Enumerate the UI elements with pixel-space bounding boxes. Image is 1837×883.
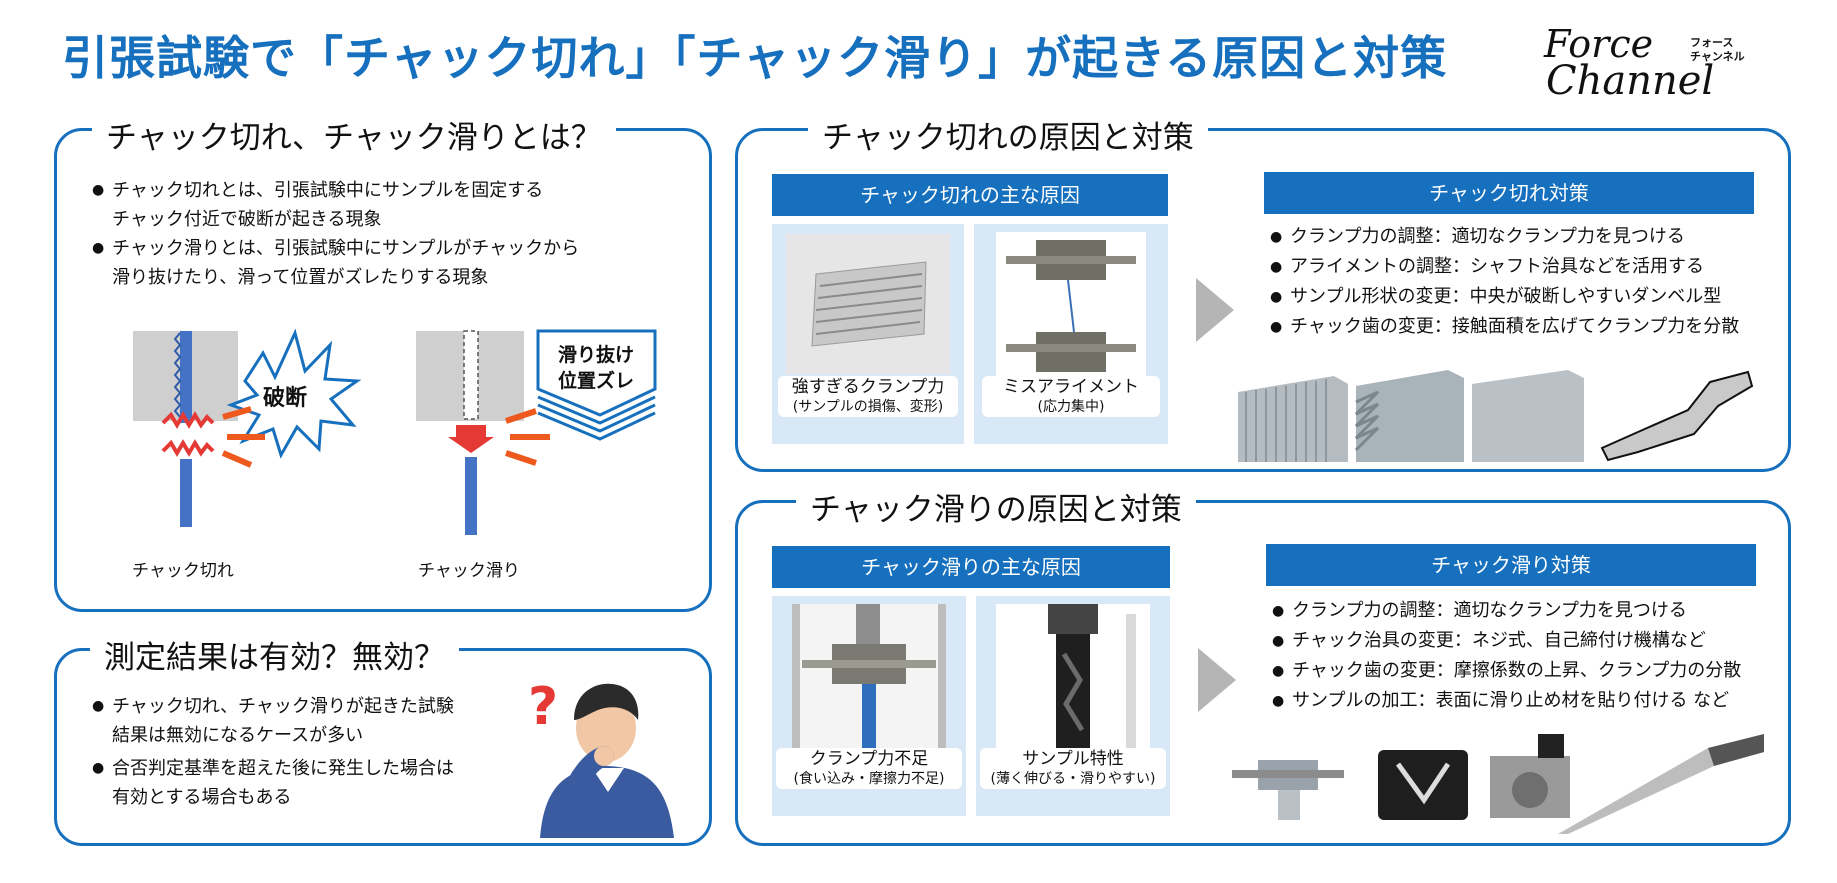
slip-sample-lower	[465, 457, 477, 535]
sample-serration	[173, 332, 182, 418]
break-measures-bar: チャック切れ対策	[1264, 172, 1754, 214]
break-measure-1: クランプ力の調整：適切なクランプ力を見つける	[1270, 222, 1770, 252]
slip-box-line2: 位置ズレ	[558, 369, 634, 392]
slip-measure-2: チャック治具の変更：ネジ式、自己締付け機構など	[1272, 626, 1772, 656]
slip-box-stack-3	[537, 411, 656, 441]
person-collar	[592, 768, 624, 792]
chuck-teeth-images	[1238, 370, 1754, 462]
flat-jaw	[1472, 370, 1584, 462]
definition-bullet-2: チャック滑りとは、引張試験中にサンプルがチャックから 滑り抜けたり、滑って位置が…	[92, 234, 692, 292]
coarse-teeth-jaw	[1356, 370, 1464, 462]
break-measure-3: サンプル形状の変更：中央が破断しやすいダンベル型	[1270, 282, 1770, 312]
logo-kana2: チャンネル	[1690, 50, 1745, 63]
slip-box-stack-1	[537, 395, 656, 425]
fracture-line-2	[161, 439, 215, 457]
break-photo-misalignment: ミスアライメント (応力集中)	[974, 224, 1168, 444]
force-channel-logo: Force Channel フォース チャンネル	[1540, 22, 1750, 104]
slip-impact-line-3	[505, 450, 537, 466]
validity-bullet-2: 合否判定基準を超えた後に発生した場合は 有効とする場合もある	[92, 754, 512, 812]
burst-label: 破断	[263, 385, 307, 411]
logo-line2: Channel	[1546, 58, 1715, 104]
slip-measures-list: クランプ力の調整：適切なクランプ力を見つける チャック治具の変更：ネジ式、自己締…	[1272, 596, 1772, 716]
logo-kana1: フォース	[1690, 36, 1734, 49]
slip-impact-line-1	[505, 408, 537, 424]
logo-line1: Force	[1544, 22, 1654, 66]
break-measure-4: チャック歯の変更：接触面積を広げてクランプ力を分散	[1270, 312, 1770, 342]
slip-measure-1: クランプ力の調整：適切なクランプ力を見つける	[1272, 596, 1772, 626]
slip-box-stack-2	[537, 403, 656, 433]
burst-shape	[226, 328, 362, 459]
break-measure-2: アライメントの調整：シャフト治具などを活用する	[1270, 252, 1770, 282]
slip-arrow-icon	[1198, 648, 1236, 712]
slip-box-line1: 滑り抜け	[558, 343, 634, 366]
fine-teeth-jaw	[1238, 376, 1348, 462]
slip-photo-2-caption: サンプル特性 (薄く伸びる・滑りやすい)	[980, 748, 1166, 789]
break-measures-list: クランプ力の調整：適切なクランプ力を見つける アライメントの調整：シャフト治具な…	[1270, 222, 1770, 342]
definition-bullet-1: チャック切れとは、引張試験中にサンプルを固定する チャック付近で破断が起きる現象	[92, 176, 692, 234]
sample-upper	[180, 331, 192, 423]
definition-heading: チャック切れ、チャック滑りとは？	[92, 112, 616, 157]
slip-photo-sample-property: サンプル特性 (薄く伸びる・滑りやすい)	[976, 596, 1170, 816]
thinking-person-illustration: ?	[528, 677, 674, 838]
insufficient-clamp-image	[792, 604, 946, 754]
slip-measure-4: サンプルの加工：表面に滑り止め材を貼り付ける など	[1272, 686, 1772, 716]
slip-grips-images	[1232, 734, 1764, 834]
slip-causes-bar: チャック滑りの主な原因	[772, 546, 1170, 588]
break-heading: チャック切れの原因と対策	[808, 112, 1208, 157]
slip-sample-ghost	[463, 330, 479, 420]
question-mark-icon: ?	[528, 677, 558, 737]
definition-bullets: チャック切れとは、引張試験中にサンプルを固定する チャック付近で破断が起きる現象…	[92, 176, 692, 292]
slip-down-arrow	[448, 425, 494, 453]
misaligned-grips-image	[996, 232, 1146, 382]
person-hand	[594, 746, 614, 766]
break-photo-clamp-force: 強すぎるクランプ力 (サンプルの損傷、変形)	[772, 224, 964, 444]
screw-grip-image	[1232, 760, 1344, 820]
impact-line-1	[222, 406, 252, 420]
slip-measures-bar: チャック滑り対策	[1266, 544, 1756, 586]
person-hair	[574, 683, 639, 720]
deformed-sample-image	[786, 234, 950, 374]
break-photo-2-caption: ミスアライメント (応力集中)	[982, 376, 1160, 417]
validity-bullets: チャック切れ、チャック滑りが起きた試験 結果は無効になるケースが多い 合否判定基…	[92, 692, 512, 812]
chuck-slip-illustration: 滑り抜け 位置ズレ	[416, 329, 657, 535]
break-arrow-icon	[1196, 278, 1234, 342]
impact-line-3	[221, 450, 253, 468]
slip-box	[536, 329, 657, 417]
fracture-line-1	[161, 411, 215, 429]
sample-lower	[180, 459, 192, 527]
slip-photo-clamp-force: クランプ力不足 (食い込み・摩擦力不足)	[772, 596, 966, 816]
page-title: 引張試験で「チャック切れ」「チャック滑り」が起きる原因と対策	[62, 31, 1448, 85]
validity-bullet-1: チャック切れ、チャック滑りが起きた試験 結果は無効になるケースが多い	[92, 692, 512, 750]
break-causes-bar: チャック切れの主な原因	[772, 174, 1168, 216]
label-chuck-break: チャック切れ	[132, 561, 234, 581]
wedge-grip-image	[1378, 750, 1468, 820]
break-photo-1-caption: 強すぎるクランプ力 (サンプルの損傷、変形)	[778, 376, 958, 417]
roller-grip-image	[1490, 734, 1570, 818]
validity-heading: 測定結果は有効？無効？	[90, 632, 459, 677]
label-chuck-slip: チャック滑り	[418, 561, 520, 581]
thin-sample-image	[996, 604, 1150, 754]
slip-measure-3: チャック歯の変更：摩擦係数の上昇、クランプ力の分散	[1272, 656, 1772, 686]
slip-heading: チャック滑りの原因と対策	[796, 484, 1196, 529]
slip-photo-1-caption: クランプ力不足 (食い込み・摩擦力不足)	[776, 748, 962, 789]
chuck-break-illustration: 破断	[133, 328, 362, 527]
tabbed-sample-image	[1558, 734, 1764, 834]
dumbbell-sample	[1600, 370, 1754, 462]
